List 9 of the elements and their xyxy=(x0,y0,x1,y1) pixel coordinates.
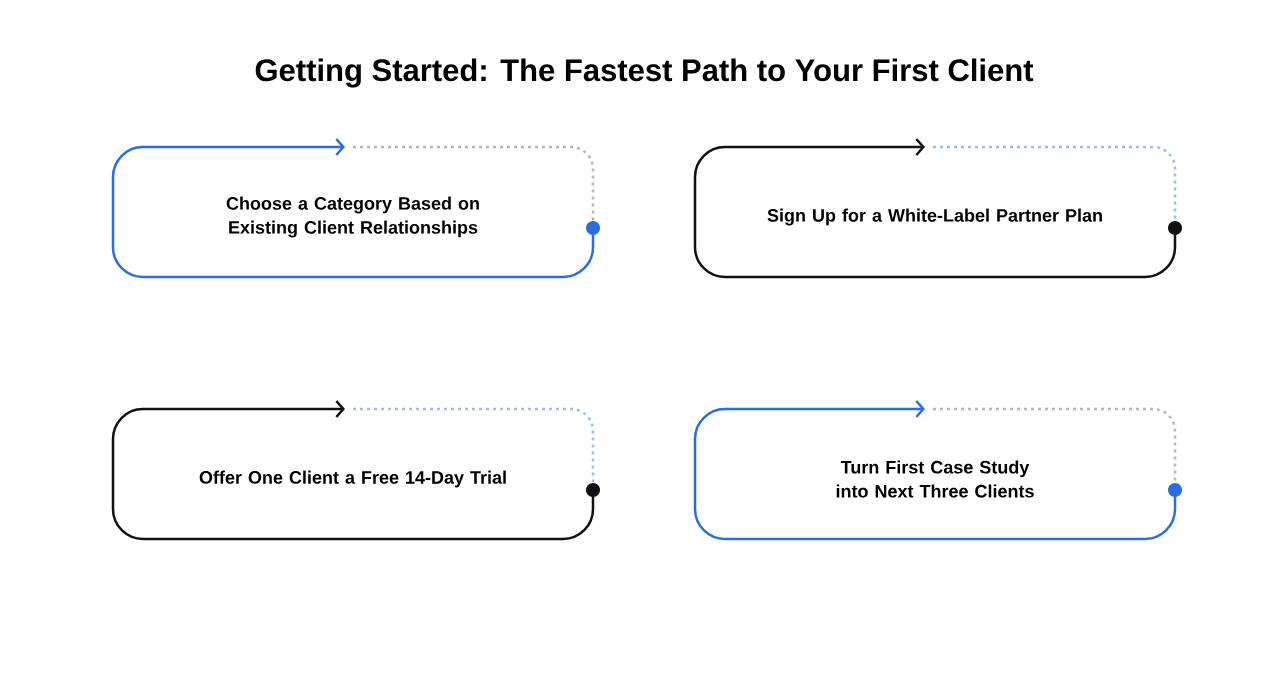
step-card: Offer One Client a Free 14-Day Trial xyxy=(111,400,600,541)
title: Getting Started: The Fastest Path to Your First Client xyxy=(255,58,1034,88)
step-card: Sign Up for a White-Label Partner Plan xyxy=(693,138,1182,279)
step-card: Choose a Category Based on Existing Client Relationships xyxy=(111,138,600,279)
step-card: Turn First Case Study into Next Three Clients xyxy=(693,400,1182,541)
node-label: Turn First Case Study into Next Three Clients xyxy=(836,460,1034,498)
node-label: Offer One Client a Free 14-Day Trial xyxy=(199,470,506,488)
node-label: Sign Up for a White-Label Partner Plan xyxy=(767,208,1102,226)
node-label: Choose a Category Based on Existing Client Relationships xyxy=(226,196,479,238)
